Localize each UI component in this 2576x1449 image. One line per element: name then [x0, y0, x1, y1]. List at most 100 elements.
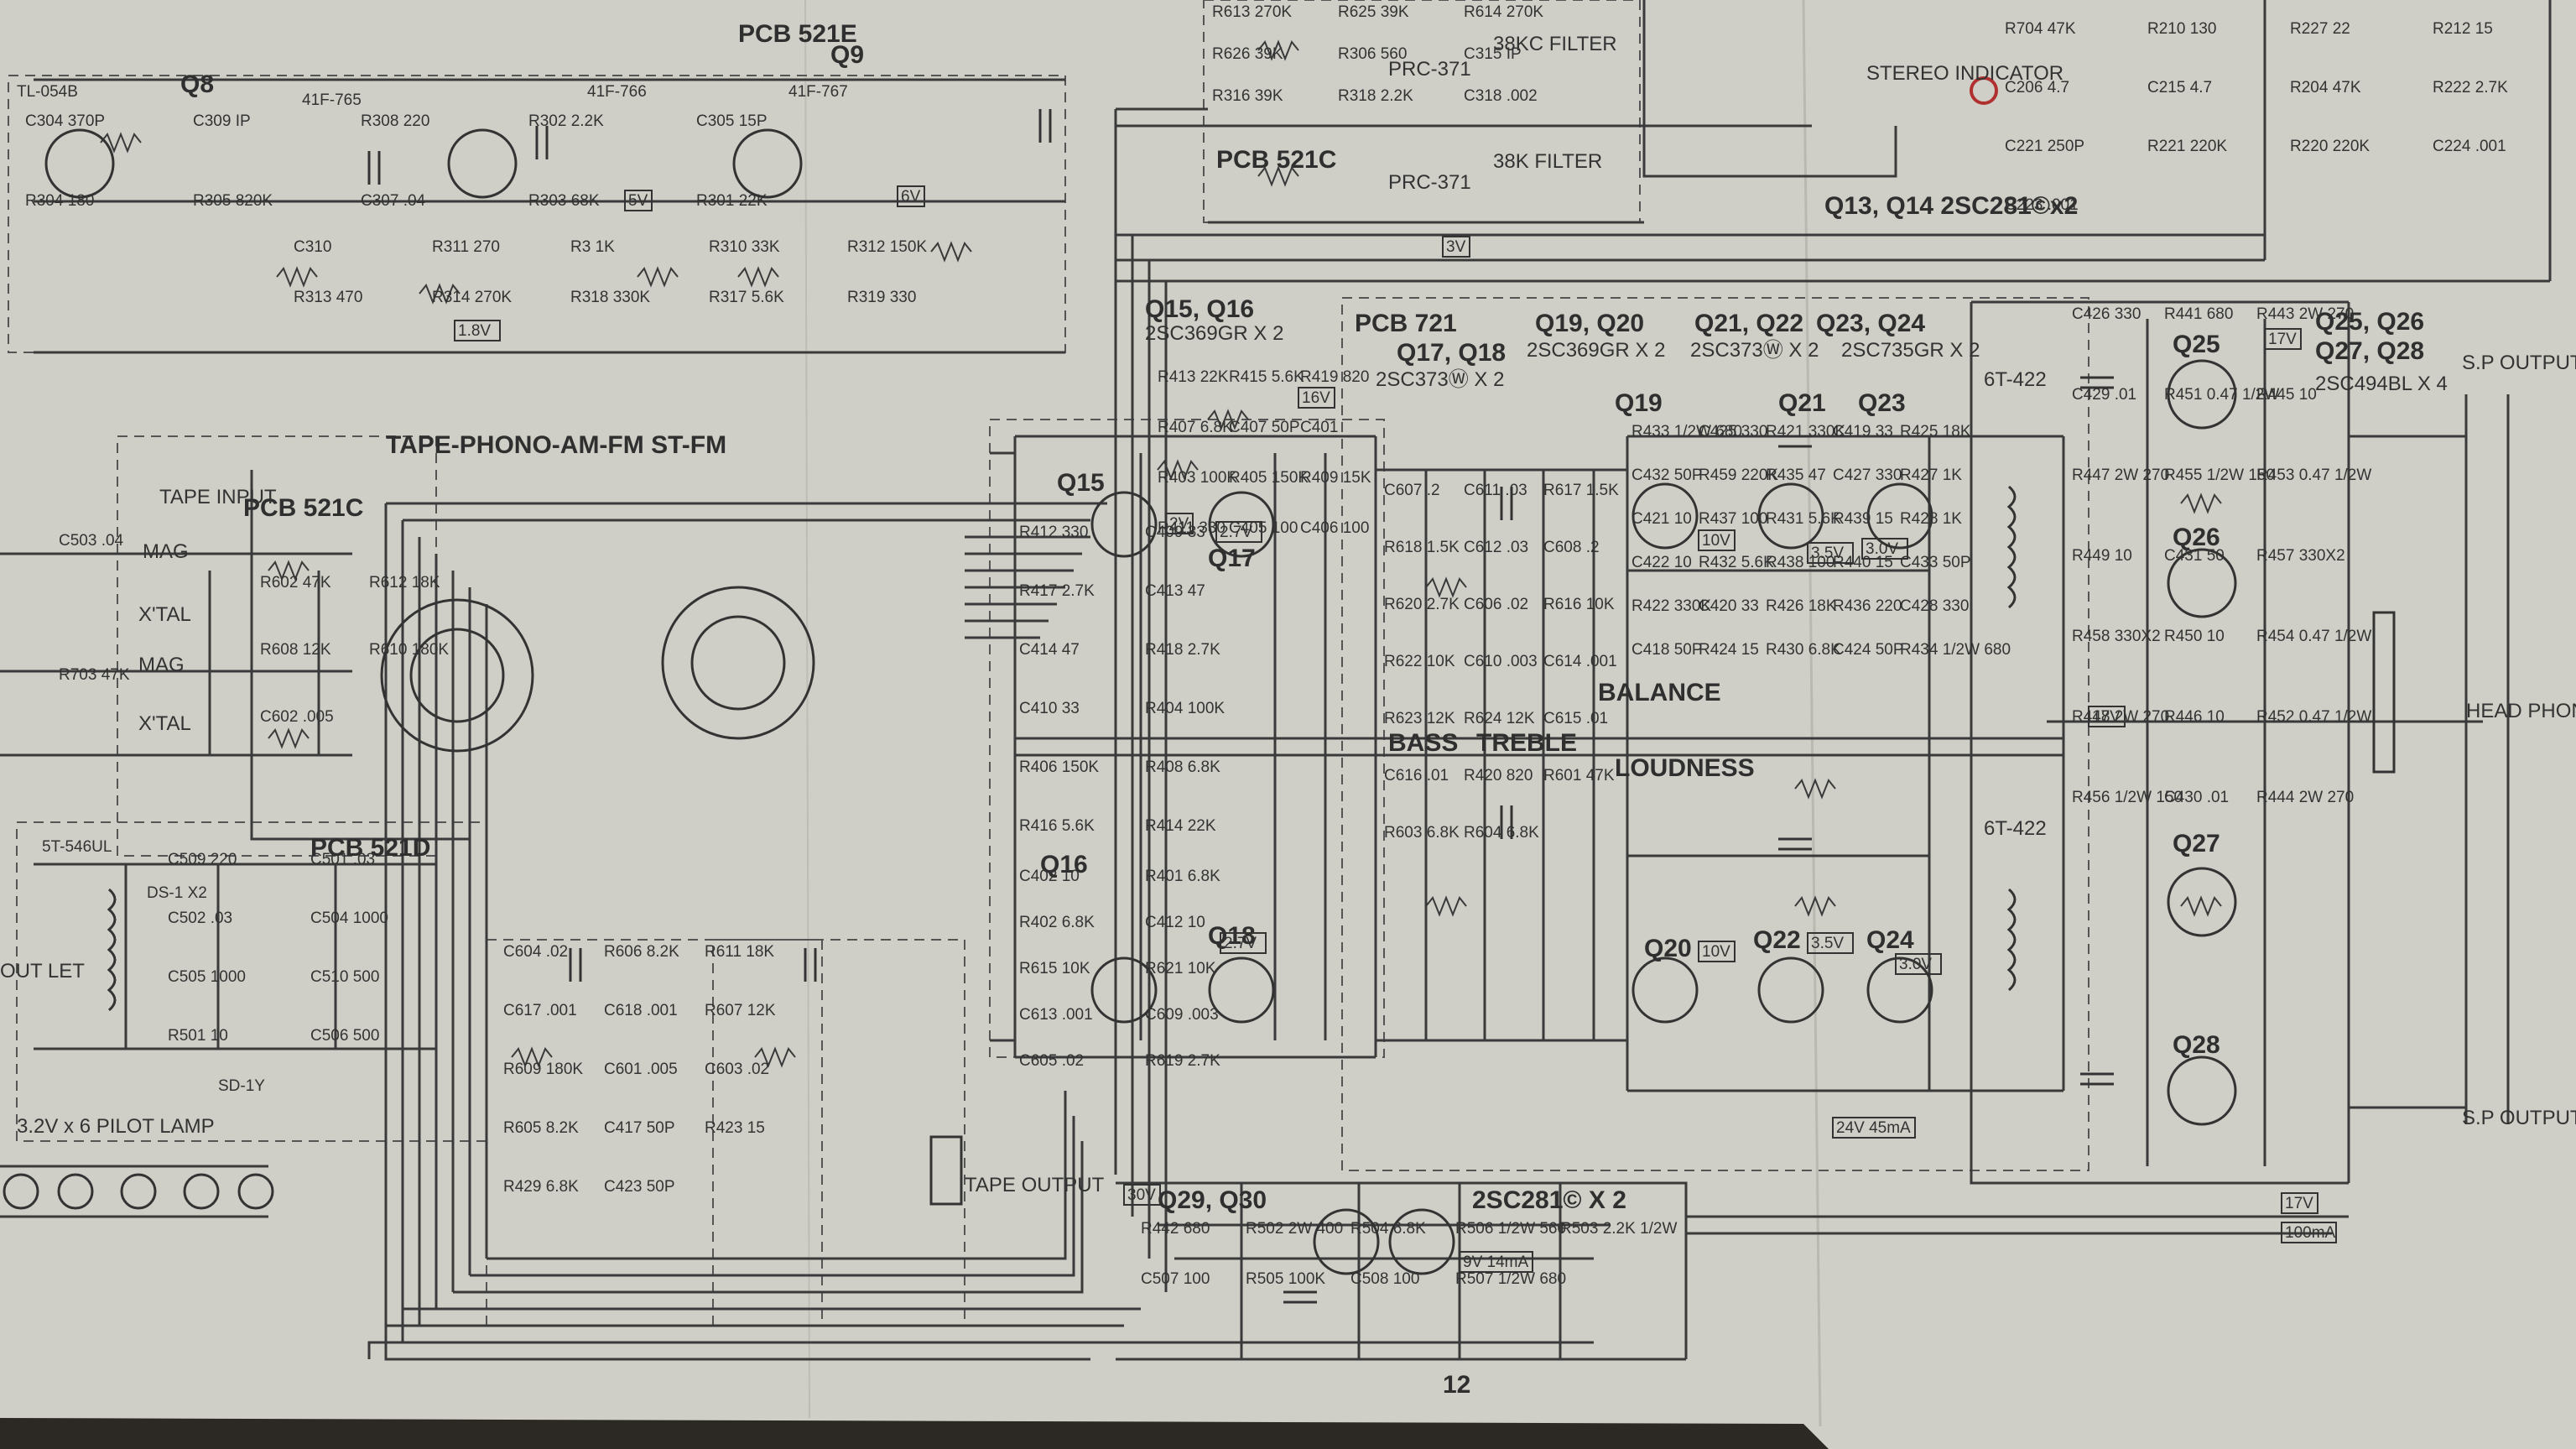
- transistor-symbols: [44, 128, 2237, 1275]
- component-label: R619 2.7K: [1145, 1052, 1220, 1070]
- component-label: R626 39K: [1212, 45, 1283, 63]
- svg-text:3.0V: 3.0V: [1866, 540, 1898, 558]
- component-label: R302 2.2K: [528, 112, 604, 130]
- q15-q16-label: Q15, Q16: [1145, 295, 1254, 323]
- transistor-q20: Q20: [1644, 935, 1692, 962]
- component-label: C612 .03: [1464, 539, 1528, 556]
- transistor-q18: Q18: [1208, 922, 1256, 950]
- component-label: C420 33: [1699, 597, 1759, 615]
- voltage-tag: 16V: [1298, 387, 1335, 409]
- component-label: R420 820: [1464, 767, 1533, 784]
- component-label: R422 330K: [1631, 597, 1711, 615]
- page-number: 12: [1443, 1371, 1470, 1399]
- q19-q20-type: 2SC369GR X 2: [1527, 339, 1665, 362]
- balance-label: BALANCE: [1598, 679, 1721, 706]
- voltage-tag: 3V: [1442, 236, 1470, 258]
- voltage-tag: 5V: [624, 190, 653, 211]
- component-label: C418 50P: [1631, 641, 1703, 659]
- transistor-q25: Q25: [2173, 331, 2220, 358]
- component-label: R404 100K: [1145, 700, 1225, 717]
- q25-q28-type: 2SC494BL X 4: [2315, 373, 2448, 395]
- svg-text:9V 14mA: 9V 14mA: [1463, 1254, 1528, 1271]
- component-label: R620 2.7K: [1384, 596, 1460, 613]
- selector-switches: [380, 586, 815, 753]
- prc-2-label: PRC-371: [1388, 171, 1471, 194]
- component-label: C224 .001: [2433, 138, 2506, 155]
- svg-text:100mA: 100mA: [2285, 1224, 2336, 1242]
- component-label: R605 8.2K: [503, 1119, 579, 1137]
- component-label: R310 33K: [709, 238, 780, 256]
- component-label: R446 10: [2164, 708, 2225, 726]
- pcb-label-521c-left: PCB 521C: [243, 494, 363, 522]
- voltage-tag: 6V: [897, 185, 925, 207]
- component-label: R442 680: [1141, 1220, 1210, 1238]
- voltage-tag: 2V: [1165, 513, 1194, 534]
- component-label: R423 15: [705, 1119, 765, 1137]
- voltage-tag: 3.5V: [1807, 542, 1854, 564]
- voltage-tag: 2.7V: [1220, 932, 1267, 954]
- q21-q22-label: Q21, Q22: [1694, 310, 1803, 337]
- component-label: R603 6.8K: [1384, 824, 1460, 842]
- component-label: R614 270K: [1464, 3, 1543, 21]
- component-label: C426 330: [2072, 305, 2141, 323]
- svg-text:2V: 2V: [1169, 515, 1189, 533]
- voltage-tag: 24V 45mA: [1832, 1117, 1916, 1139]
- component-label: R704 47K: [2005, 20, 2076, 38]
- component-label: C421 10: [1631, 510, 1692, 528]
- component-label: C614 .001: [1543, 653, 1617, 670]
- component-label: C504 1000: [310, 910, 388, 927]
- component-label: R505 100K: [1246, 1270, 1325, 1288]
- component-label: C615 .01: [1543, 710, 1608, 727]
- component-label: R222 2.7K: [2433, 79, 2508, 96]
- component-label: R615 10K: [1019, 960, 1090, 977]
- component-label: C206 4.7: [2005, 79, 2069, 96]
- pcb-label-521c-top: PCB 521C: [1216, 146, 1336, 174]
- svg-text:24V 45mA: 24V 45mA: [1836, 1119, 1911, 1137]
- if-2-label: 41F-766: [587, 83, 647, 101]
- svg-text:3.0V: 3.0V: [1899, 956, 1932, 973]
- component-label: R402 6.8K: [1019, 914, 1095, 931]
- q17-q18-type: 2SC373Ⓦ X 2: [1376, 368, 1504, 391]
- component-label: C616 .01: [1384, 767, 1449, 784]
- component-label: R311 270: [432, 238, 500, 256]
- component-label: R416 5.6K: [1019, 817, 1095, 835]
- component-label: R417 2.7K: [1019, 582, 1095, 600]
- component-label: C422 10: [1631, 554, 1692, 571]
- component-label: R419 820: [1300, 368, 1369, 386]
- component-label: R455 1/2W 150: [2164, 466, 2275, 484]
- component-label: C429 .01: [2072, 386, 2136, 404]
- filter-2-label: 38K FILTER: [1493, 150, 1602, 173]
- resistor-array: [100, 39, 2222, 1068]
- component-label: R451 0.47 1/2W: [2164, 386, 2279, 404]
- component-label: R607 12K: [705, 1002, 776, 1019]
- pilot-lamp-label: 3.2V x 6 PILOT LAMP: [17, 1115, 215, 1138]
- component-label: R604 6.8K: [1464, 824, 1539, 842]
- output-jacks: [929, 611, 2396, 1206]
- component-label: C427 330: [1833, 466, 1902, 484]
- component-label: C611 .03: [1464, 482, 1527, 499]
- mag-bottom-label: MAG: [138, 654, 185, 676]
- component-label: R425 18K: [1900, 423, 1971, 440]
- component-label: R452 0.47 1/2W: [2256, 708, 2371, 726]
- q13-q14-group: Q13, Q14 2SC281©x2: [1824, 192, 2078, 220]
- voltage-tag: 10V: [1698, 941, 1736, 962]
- xtal-bottom-label: X'TAL: [138, 712, 191, 735]
- component-label: R418 2.7K: [1145, 641, 1220, 659]
- component-label: C309 IP: [193, 112, 251, 130]
- component-label: C602 .005: [260, 708, 334, 726]
- if-1-label: 41F-765: [302, 91, 362, 109]
- component-label: R617 1.5K: [1543, 482, 1619, 499]
- component-label: C406 100: [1300, 519, 1369, 537]
- component-label: C503 .04: [59, 532, 124, 550]
- component-label: R301 22K: [696, 192, 768, 210]
- component-label: R622 10K: [1384, 653, 1455, 670]
- svg-text:16V: 16V: [1302, 389, 1330, 407]
- transistor-q26: Q26: [2173, 524, 2220, 551]
- component-label: C417 50P: [604, 1119, 675, 1137]
- component-label: C609 .003: [1145, 1006, 1219, 1024]
- component-label: R427 1K: [1900, 466, 1962, 484]
- component-label: R444 2W 270: [2256, 789, 2354, 806]
- component-label: C433 50P: [1900, 554, 1971, 571]
- q29-q30-type: 2SC281© X 2: [1472, 1186, 1626, 1214]
- component-label: R606 8.2K: [604, 943, 679, 961]
